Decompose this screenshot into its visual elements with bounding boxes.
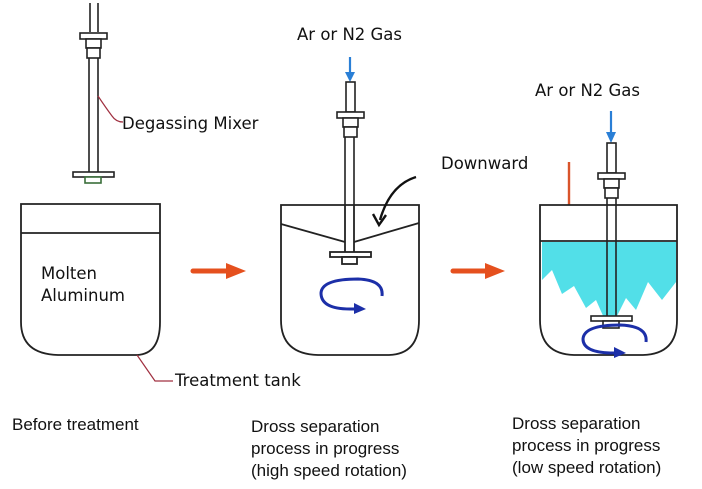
stage-high-speed: [280, 57, 420, 356]
caption-line: process in progress: [251, 439, 400, 458]
degassing-mixer-label: Degassing Mixer: [122, 114, 259, 133]
stage-low-speed: [539, 111, 678, 358]
stage-before-treatment: [20, 3, 173, 382]
gas-arrow-down-icon: [606, 111, 616, 143]
gas-label-2: Ar or N2 Gas: [535, 81, 641, 100]
rotation-arrow-icon: [319, 277, 384, 314]
caption-line: Dross separation: [251, 417, 380, 436]
rotation-arrow-icon: [581, 323, 648, 358]
leader-line-mixer: [97, 95, 124, 123]
caption-line: process in progress: [512, 436, 661, 455]
molten-aluminum-label-line2: Aluminum: [41, 286, 125, 305]
degassing-mixer: [72, 3, 115, 184]
caption-high-speed: Dross separation process in progress (hi…: [251, 416, 407, 482]
caption-before-treatment: Before treatment: [12, 414, 139, 436]
gas-arrow-down-icon: [345, 57, 355, 82]
process-arrow-2: [450, 263, 505, 279]
process-arrow-1: [190, 263, 246, 279]
downward-label: Downward: [441, 154, 529, 173]
caption-line: (high speed rotation): [251, 461, 407, 480]
gas-label-1: Ar or N2 Gas: [297, 25, 403, 44]
caption-line: Before treatment: [12, 415, 139, 434]
gas-bubbles: [542, 242, 676, 318]
molten-aluminum-label-line1: Molten: [41, 264, 97, 283]
caption-line: Dross separation: [512, 414, 641, 433]
downward-curved-arrow-icon: [371, 175, 417, 228]
degassing-mixer: [590, 142, 633, 329]
caption-low-speed: Dross separation process in progress (lo…: [512, 413, 661, 479]
caption-line: (low speed rotation): [512, 458, 662, 477]
leader-line-tank: [136, 354, 173, 382]
treatment-tank-label: Treatment tank: [175, 371, 301, 390]
